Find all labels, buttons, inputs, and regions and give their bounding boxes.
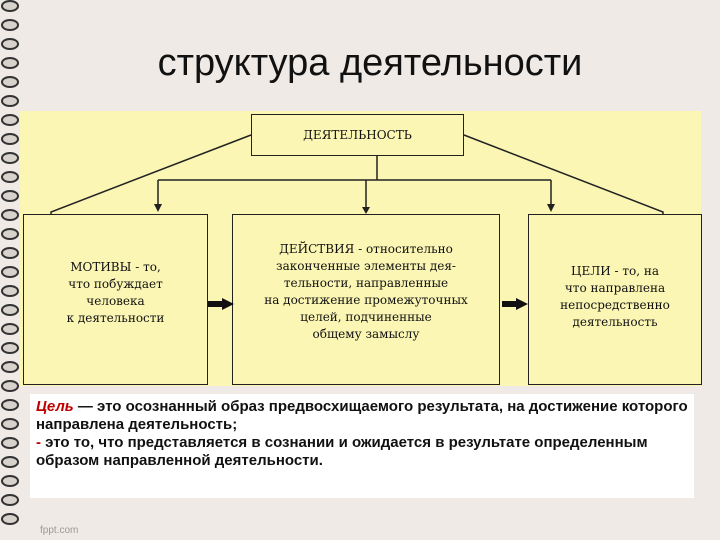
- definition-text: Цель — это осознанный образ предвосхищае…: [30, 394, 694, 498]
- spiral-ring: [1, 437, 19, 449]
- actions-line: законченные элементы дея-: [276, 259, 456, 273]
- spiral-ring: [1, 285, 19, 297]
- motives-line: человека: [86, 294, 145, 308]
- spiral-ring: [1, 114, 19, 126]
- slide-title: структура деятельности: [157, 42, 583, 84]
- definition-part2: это то, что представляется в сознании и …: [36, 434, 648, 469]
- footer-text: fppt.com: [40, 525, 79, 536]
- actions-box: ДЕЙСТВИЯ - относительно законченные элем…: [232, 214, 500, 385]
- connector-lines: [50, 134, 664, 214]
- goals-line: непосредственно: [560, 298, 670, 312]
- goals-line: ЦЕЛИ - то, на: [570, 264, 660, 278]
- motives-box: МОТИВЫ - то, что побуждает человека к де…: [23, 214, 208, 385]
- motives-line: МОТИВЫ - то,: [70, 260, 161, 274]
- definition-dash: -: [36, 434, 41, 451]
- arrow-right-icon: [502, 298, 528, 310]
- actions-line: тельности, направленные: [283, 276, 449, 290]
- goals-line: деятельность: [572, 315, 658, 329]
- spiral-ring: [1, 95, 19, 107]
- motives-line: к деятельности: [66, 311, 165, 325]
- spiral-ring: [1, 19, 19, 31]
- goals-box: ЦЕЛИ - то, на что направлена непосредств…: [528, 214, 702, 385]
- spiral-ring: [1, 399, 19, 411]
- spiral-ring: [1, 342, 19, 354]
- spiral-ring: [1, 228, 19, 240]
- motives-line: что побуждает: [68, 277, 163, 291]
- definition-term: Цель: [36, 398, 74, 415]
- spiral-binding: [1, 0, 19, 525]
- actions-line: целей, подчиненные: [300, 310, 432, 324]
- actions-line: на достижение промежуточных: [264, 293, 468, 307]
- spiral-ring: [1, 361, 19, 373]
- spiral-ring: [1, 323, 19, 335]
- spiral-ring: [1, 209, 19, 221]
- spiral-ring: [1, 38, 19, 50]
- actions-line: общему замыслу: [312, 327, 420, 341]
- spiral-ring: [1, 57, 19, 69]
- spiral-ring: [1, 152, 19, 164]
- spiral-ring: [1, 475, 19, 487]
- spiral-ring: [1, 513, 19, 525]
- goals-line: что направлена: [564, 281, 666, 295]
- spiral-ring: [1, 76, 19, 88]
- spiral-ring: [1, 456, 19, 468]
- spiral-ring: [1, 304, 19, 316]
- actions-line: ДЕЙСТВИЯ - относительно: [279, 242, 453, 256]
- spiral-ring: [1, 494, 19, 506]
- spiral-ring: [1, 190, 19, 202]
- spiral-ring: [1, 133, 19, 145]
- spiral-ring: [1, 380, 19, 392]
- spiral-ring: [1, 0, 19, 12]
- spiral-ring: [1, 266, 19, 278]
- spiral-ring: [1, 247, 19, 259]
- spiral-ring: [1, 171, 19, 183]
- spiral-ring: [1, 418, 19, 430]
- definition-part1: — это осознанный образ предвосхищаемого …: [36, 398, 688, 433]
- activity-box: ДЕЯТЕЛЬНОСТЬ: [251, 114, 464, 156]
- arrow-right-icon: [208, 298, 234, 310]
